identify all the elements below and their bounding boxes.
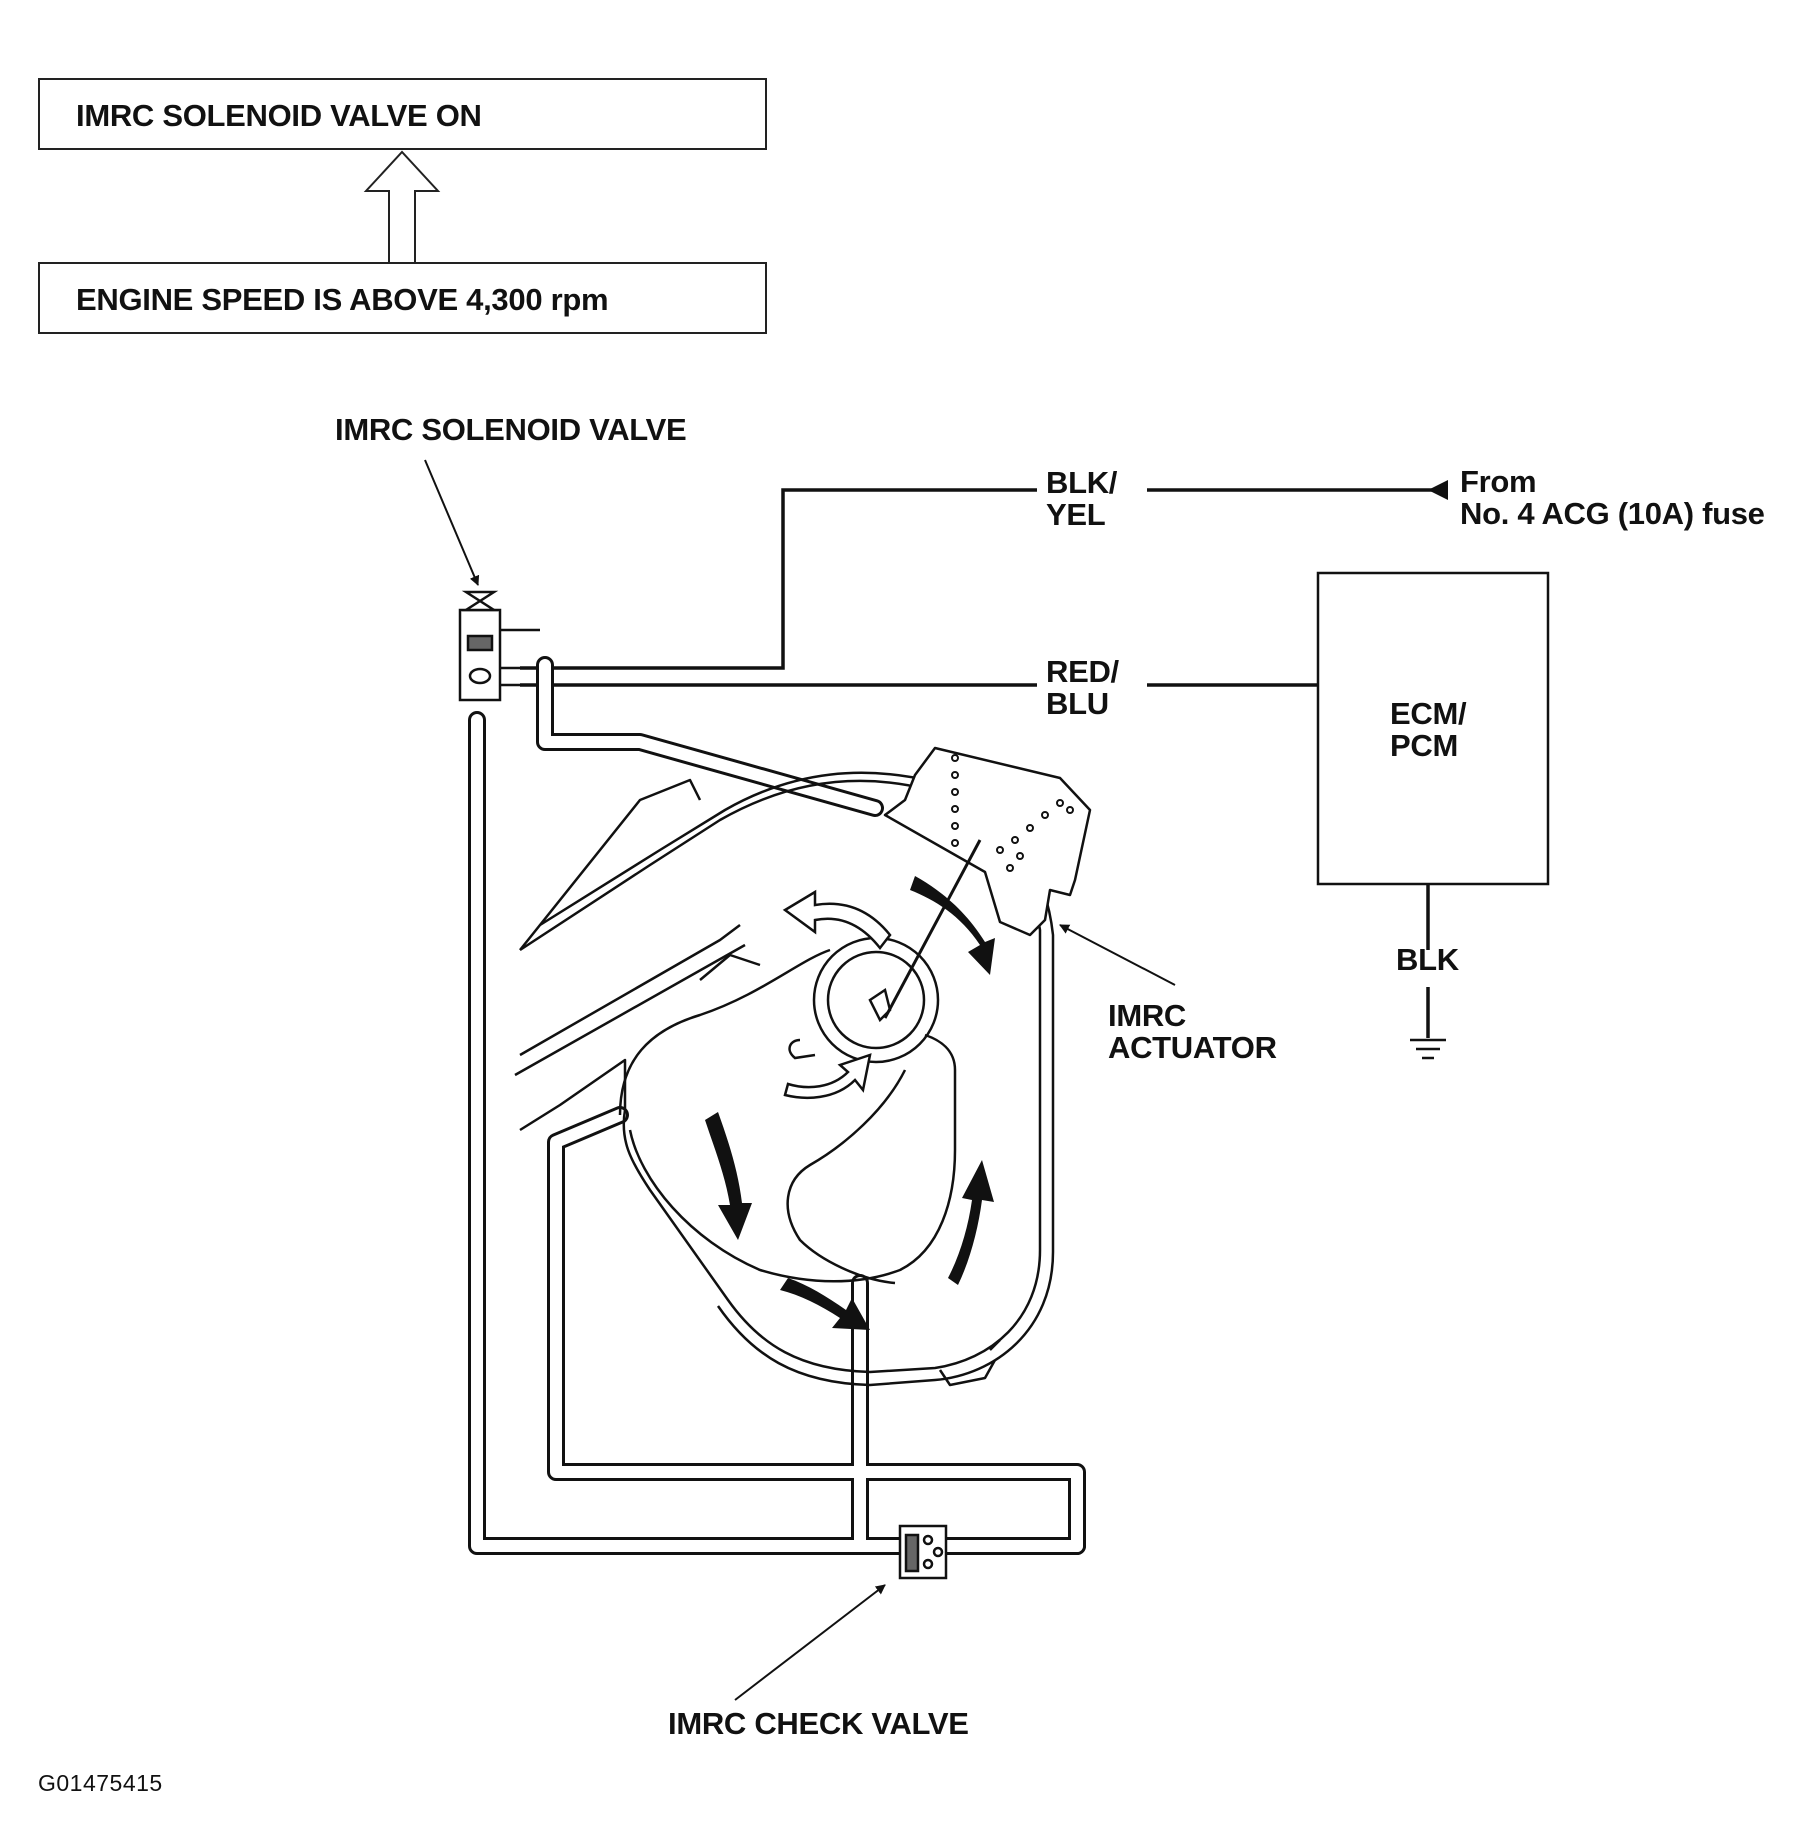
leader-lines xyxy=(424,459,1176,1701)
actuator-line1: IMRC xyxy=(1108,998,1187,1033)
flow-up-arrow xyxy=(363,150,441,262)
flow-arrow-right xyxy=(948,1160,994,1285)
ground-icon xyxy=(1410,1038,1446,1060)
actuator-dots xyxy=(951,754,1074,872)
flow-arrow-bottom xyxy=(780,1278,870,1330)
flow-arrow-left xyxy=(705,1112,752,1240)
ground-wire-label: BLK xyxy=(1396,942,1459,977)
air-flow-arrows xyxy=(782,889,892,1100)
vacuum-hoses xyxy=(468,656,1086,1555)
vacuum-flow-arrows xyxy=(705,876,995,1330)
fuse-source-line2: No. 4 ACG (10A) fuse xyxy=(1460,496,1765,531)
wire-red-blu-label: RED/ BLU xyxy=(1046,656,1119,720)
condition-box-text: ENGINE SPEED IS ABOVE 4,300 rpm xyxy=(76,282,609,317)
result-box: IMRC SOLENOID VALVE ON xyxy=(38,78,767,150)
imrc-actuator xyxy=(883,746,1092,937)
ecm-box xyxy=(1316,571,1550,886)
condition-box: ENGINE SPEED IS ABOVE 4,300 rpm xyxy=(38,262,767,334)
fuse-source-label: From No. 4 ACG (10A) fuse xyxy=(1460,466,1765,530)
wire-blk-yel-label: BLK/ YEL xyxy=(1046,467,1117,531)
actuator-label: IMRC ACTUATOR xyxy=(1108,1000,1277,1064)
fuse-source-line1: From xyxy=(1460,464,1537,499)
solenoid-valve-label: IMRC SOLENOID VALVE xyxy=(335,412,687,447)
wire-blk-yel xyxy=(520,488,1037,670)
flow-arrow-top xyxy=(910,876,995,975)
wire-red-blu-line2: BLU xyxy=(1046,686,1109,721)
figure-code: G01475415 xyxy=(38,1770,163,1796)
ecm-label: ECM/ PCM xyxy=(1390,696,1467,763)
check-valve-label: IMRC CHECK VALVE xyxy=(668,1706,969,1741)
wiring xyxy=(520,488,1440,1038)
intake-manifold xyxy=(514,771,1055,1387)
result-box-text: IMRC SOLENOID VALVE ON xyxy=(76,98,482,133)
ecm-line1: ECM/ xyxy=(1390,696,1467,731)
imrc-valve-disc xyxy=(788,839,982,1064)
imrc-solenoid-valve-icon xyxy=(458,590,540,702)
fuse-connector-arrow xyxy=(1428,480,1448,500)
ecm-line2: PCM xyxy=(1390,728,1458,763)
wire-blk-yel-line2: YEL xyxy=(1046,497,1106,532)
actuator-line2: ACTUATOR xyxy=(1108,1030,1277,1065)
wire-blk-yel-line1: BLK/ xyxy=(1046,465,1118,500)
wire-red-blu-line1: RED/ xyxy=(1046,654,1119,689)
imrc-check-valve-icon xyxy=(898,1524,948,1580)
